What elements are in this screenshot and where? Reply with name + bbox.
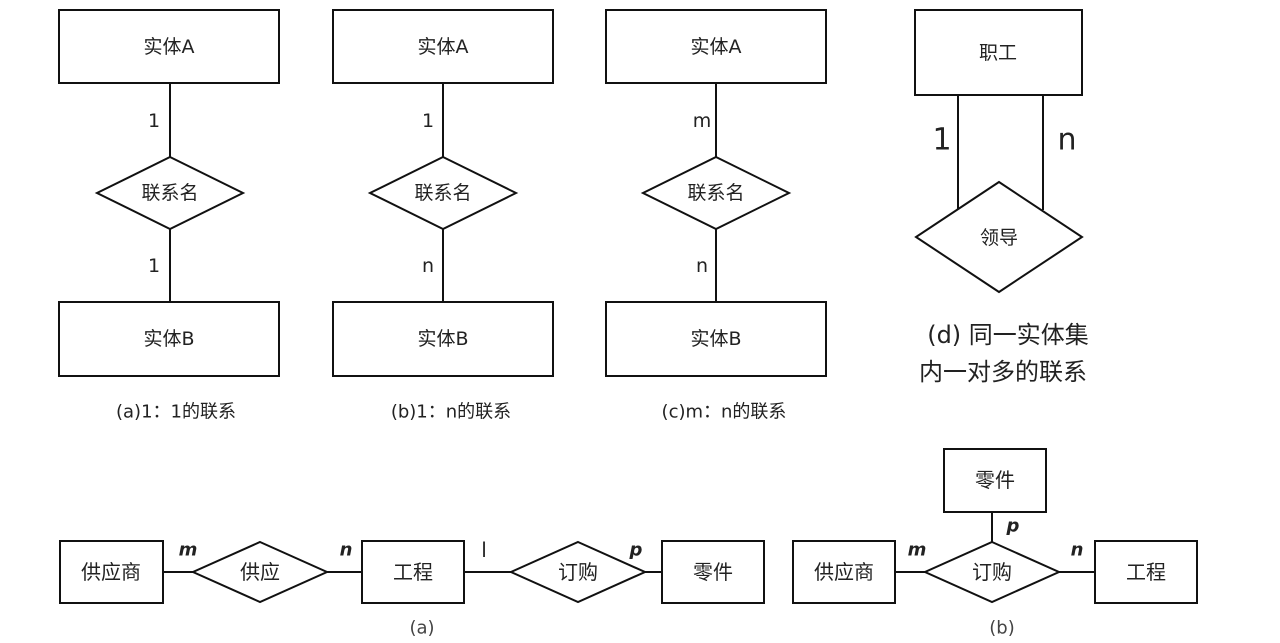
- cardinality-bottom: n: [422, 255, 434, 277]
- project-box: [361, 540, 465, 604]
- entity-box: [914, 9, 1083, 96]
- project-label: 工程: [1126, 560, 1166, 584]
- project-label: 工程: [393, 560, 433, 584]
- entity-a-box: [58, 9, 280, 84]
- order-label: 订购: [972, 560, 1012, 584]
- part-box: [943, 448, 1047, 513]
- entity-a-box: [605, 9, 827, 84]
- entity-b-label: 实体B: [690, 328, 741, 350]
- entity-b-box: [58, 301, 280, 377]
- caption: (c)m：n的联系: [662, 402, 787, 423]
- relationship-label: 联系名: [687, 182, 744, 204]
- caption-line-1: (d) 同一实体集: [927, 321, 1089, 349]
- entity-label: 职工: [979, 42, 1017, 64]
- cardinality-n: n: [340, 540, 353, 561]
- cardinality-p: p: [629, 540, 643, 561]
- cardinality-top: 1: [422, 110, 434, 132]
- cardinality-l: l: [481, 538, 487, 562]
- cardinality-bottom: 1: [148, 255, 160, 277]
- cardinality-m: m: [179, 540, 198, 561]
- entity-a-label: 实体A: [144, 36, 195, 58]
- cardinality-p: p: [1006, 516, 1020, 537]
- entity-a-label: 实体A: [418, 36, 469, 58]
- relationship-diamond: [640, 155, 792, 231]
- diagram-recursive: 职工 1 n 领导 (d) 同一实体集 内一对多的联系: [914, 9, 1089, 386]
- order-label: 订购: [558, 560, 598, 584]
- cardinality-n: n: [1071, 540, 1084, 561]
- cardinality-top: m: [693, 110, 712, 132]
- entity-a-box: [332, 9, 554, 84]
- order-diamond: [508, 540, 648, 604]
- supplier-box: [59, 540, 164, 604]
- cardinality-bottom: n: [696, 255, 708, 277]
- entity-b-box: [332, 301, 554, 377]
- relationship-label: 联系名: [414, 182, 471, 204]
- cardinality-top: 1: [148, 110, 160, 132]
- cardinality-right: n: [1057, 123, 1076, 158]
- binary-relationships-diagram: 供应商 m 供应 n 工程 l 订购 p 零件 (a): [59, 538, 765, 639]
- caption: (a): [409, 618, 434, 639]
- part-label: 零件: [975, 468, 1015, 492]
- ternary-relationship-diagram: 零件 p 供应商 m 订购 n 工程 (b): [792, 448, 1198, 639]
- supplier-label: 供应商: [81, 560, 141, 584]
- relationship-label: 联系名: [141, 182, 198, 204]
- relationship-label: 领导: [980, 227, 1018, 249]
- entity-b-label: 实体B: [417, 328, 468, 350]
- relationship-diamond: [367, 155, 519, 231]
- part-box: [661, 540, 765, 604]
- diagram-many-to-many: 实体A m 联系名 n 实体B (c)m：n的联系: [605, 9, 827, 423]
- caption: (b)1：n的联系: [391, 402, 511, 423]
- cardinality-m: m: [908, 540, 927, 561]
- entity-b-label: 实体B: [143, 328, 194, 350]
- cardinality-left: 1: [932, 123, 951, 158]
- supply-diamond: [190, 540, 330, 604]
- relationship-diamond: [914, 180, 1084, 294]
- supplier-box: [792, 540, 896, 604]
- part-label: 零件: [693, 560, 733, 584]
- order-diamond: [922, 540, 1062, 604]
- caption: (a)1：1的联系: [116, 402, 236, 423]
- supplier-label: 供应商: [814, 560, 874, 584]
- caption-line-2: 内一对多的联系: [919, 358, 1087, 386]
- caption: (b): [989, 618, 1014, 639]
- supply-label: 供应: [240, 560, 280, 584]
- diagram-one-to-one: 实体A 1 联系名 1 实体B (a)1：1的联系: [58, 9, 280, 423]
- project-box: [1094, 540, 1198, 604]
- relationship-diamond: [94, 155, 246, 231]
- entity-b-box: [605, 301, 827, 377]
- diagram-one-to-many: 实体A 1 联系名 n 实体B (b)1：n的联系: [332, 9, 554, 423]
- entity-a-label: 实体A: [691, 36, 742, 58]
